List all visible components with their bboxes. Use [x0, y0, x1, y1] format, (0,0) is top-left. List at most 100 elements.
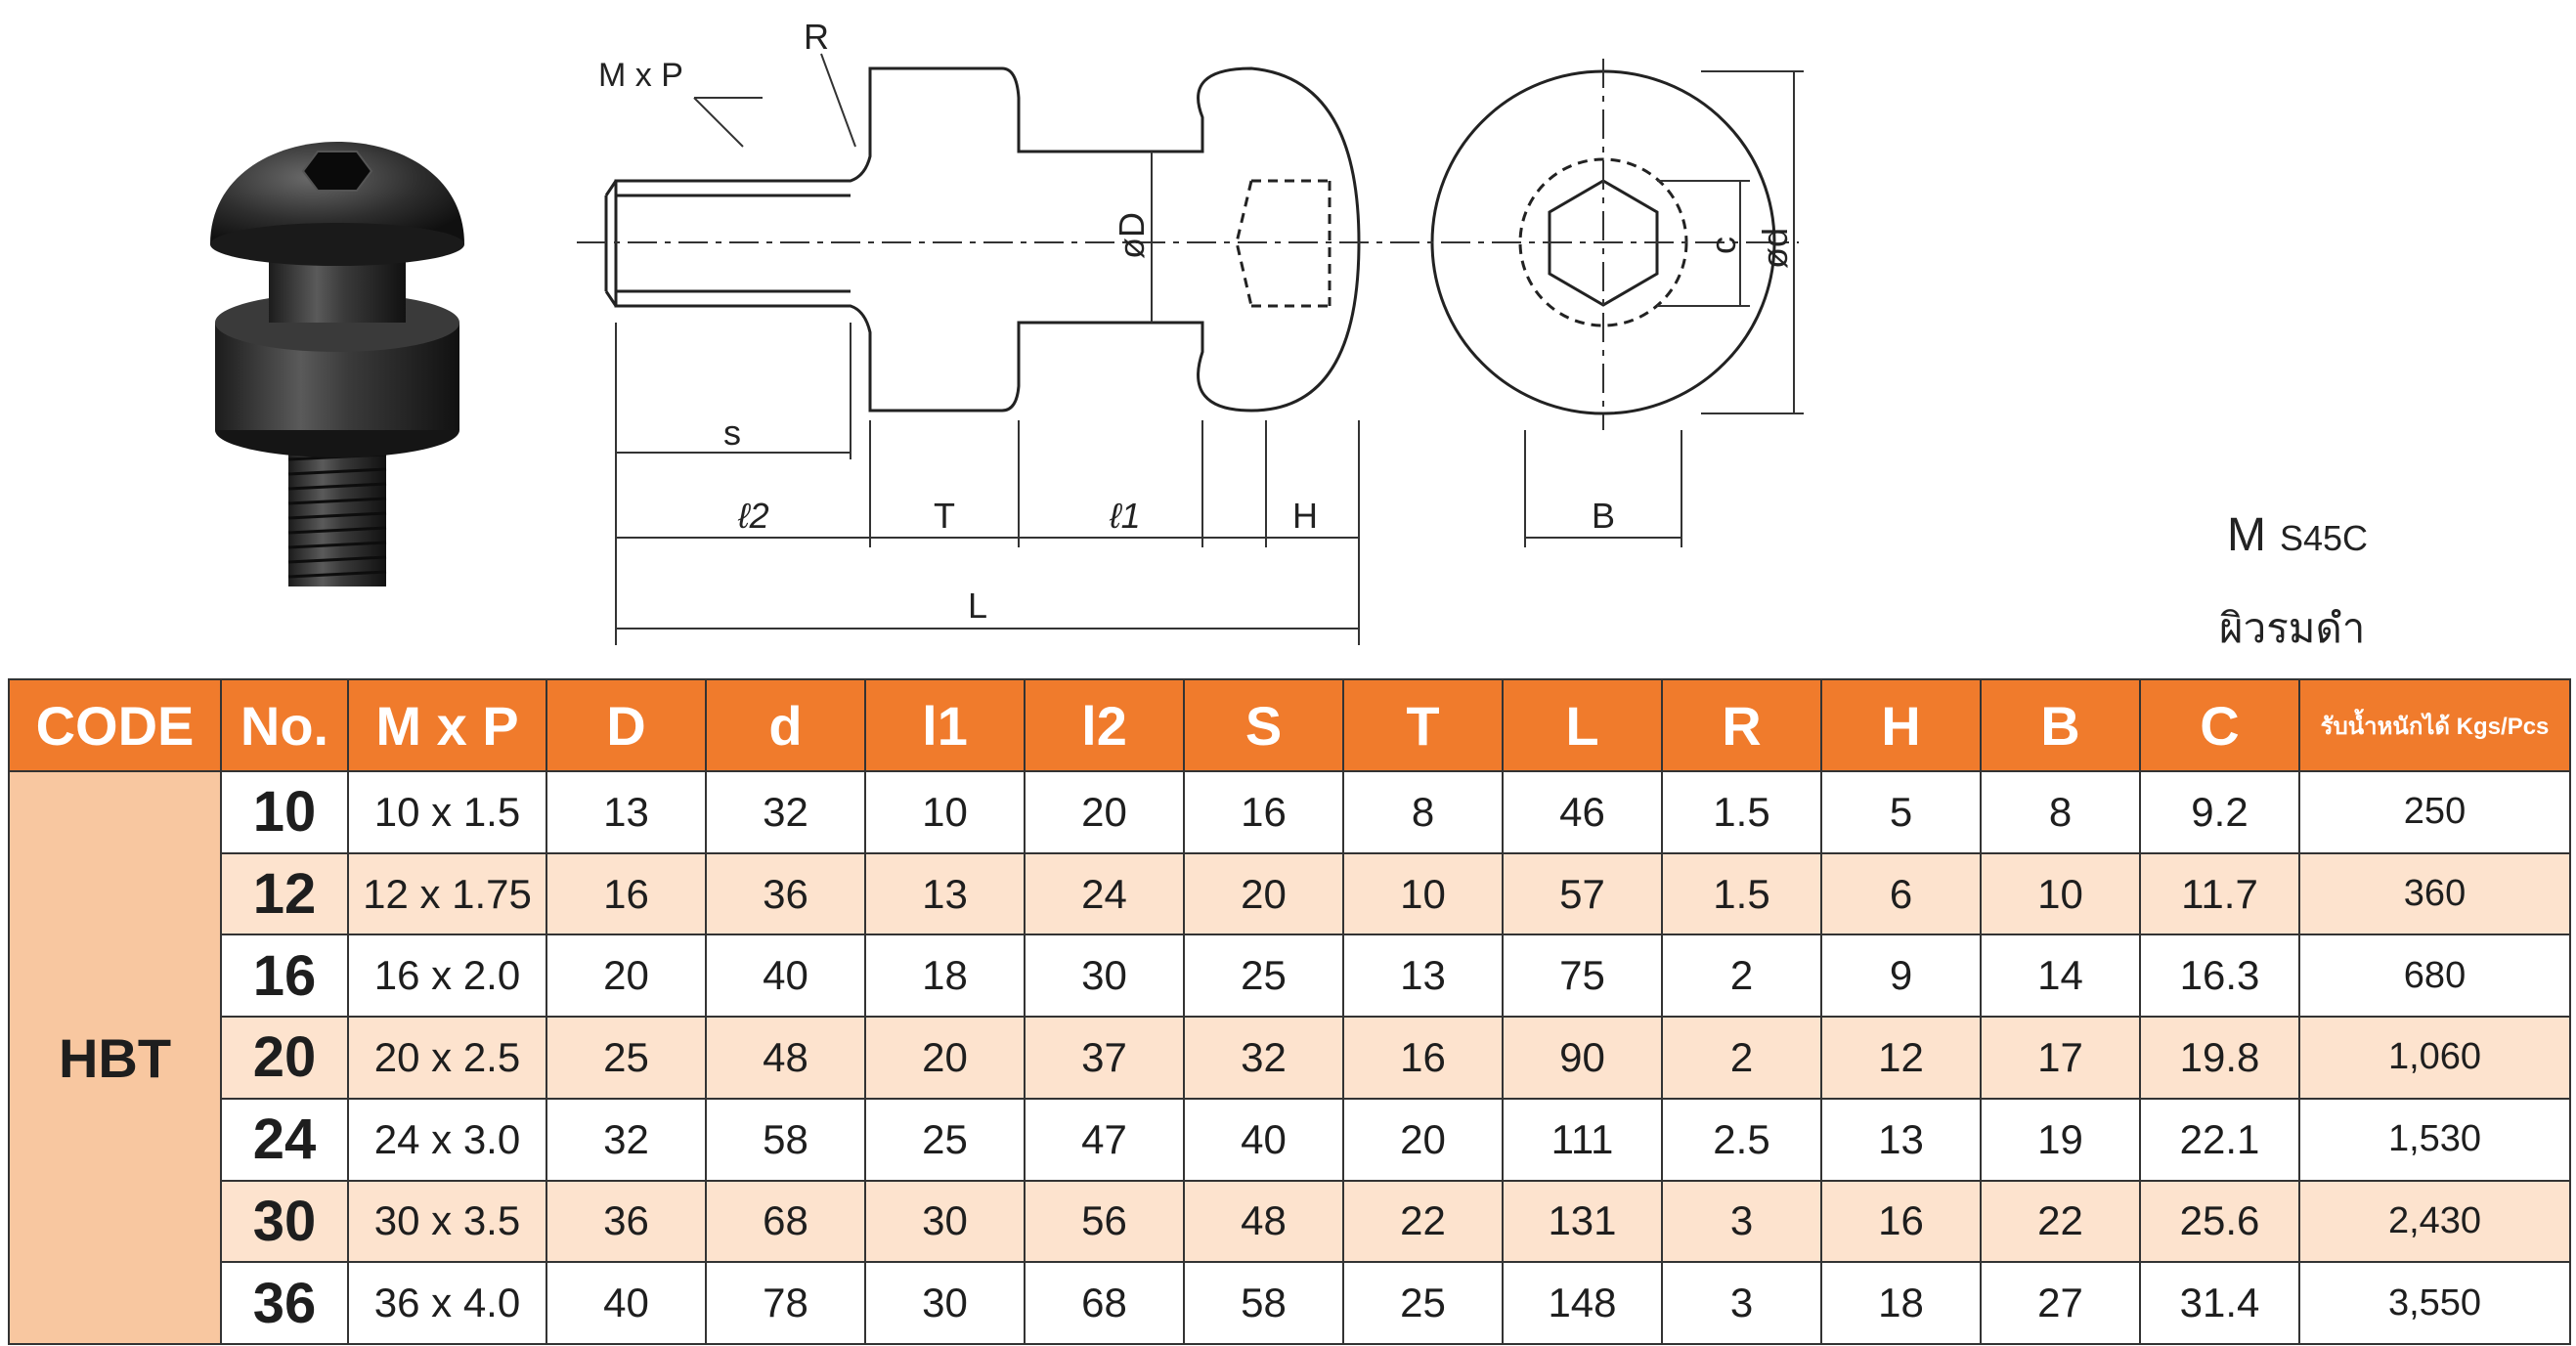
dim-cell-d: 32	[546, 1097, 707, 1182]
column-header: d	[705, 678, 866, 772]
load-capacity-cell: 680	[2298, 934, 2571, 1019]
dim-cell-d: 32	[705, 770, 866, 854]
dim-cell-l1: 30	[864, 1261, 1026, 1345]
thread-cell: 24 x 3.0	[347, 1097, 547, 1182]
column-header: No.	[220, 678, 349, 772]
dim-cell-h: 18	[1820, 1261, 1982, 1345]
size-number-cell: 24	[220, 1097, 349, 1182]
dim-cell-c: 19.8	[2139, 1016, 2300, 1100]
dim-cell-d: 78	[705, 1261, 866, 1345]
label-mxp: M x P	[598, 57, 683, 94]
dim-cell-d: 40	[705, 934, 866, 1019]
dim-cell-c: 11.7	[2139, 851, 2300, 936]
label-b: B	[1592, 496, 1615, 536]
dim-cell-b: 22	[1980, 1179, 2141, 1264]
column-header: H	[1820, 678, 1982, 772]
load-capacity-cell: 250	[2298, 770, 2571, 854]
dim-cell-b: 14	[1980, 934, 2141, 1019]
label-l1: ℓ1	[1109, 496, 1141, 536]
dim-cell-l: 148	[1502, 1261, 1663, 1345]
dim-cell-r: 2	[1661, 934, 1822, 1019]
size-number-cell: 10	[220, 770, 349, 854]
dim-cell-l: 75	[1502, 934, 1663, 1019]
dim-cell-l: 131	[1502, 1179, 1663, 1264]
thread-cell: 16 x 2.0	[347, 934, 547, 1019]
thread-cell: 10 x 1.5	[347, 770, 547, 854]
column-header: L	[1502, 678, 1663, 772]
label-l2: ℓ2	[737, 496, 769, 536]
size-number-cell: 16	[220, 934, 349, 1019]
dim-cell-l2: 30	[1024, 934, 1185, 1019]
dim-cell-r: 1.5	[1661, 770, 1822, 854]
dim-cell-l1: 30	[864, 1179, 1026, 1264]
dim-cell-t: 22	[1342, 1179, 1504, 1264]
dim-cell-d: 20	[546, 934, 707, 1019]
dim-cell-r: 3	[1661, 1179, 1822, 1264]
size-number-cell: 30	[220, 1179, 349, 1264]
dim-cell-d: 25	[546, 1016, 707, 1100]
size-number-cell: 36	[220, 1261, 349, 1345]
dim-cell-s: 48	[1183, 1179, 1344, 1264]
dim-cell-s: 25	[1183, 934, 1344, 1019]
code-cell: HBT	[8, 770, 222, 1345]
column-header: M x P	[347, 678, 547, 772]
column-header: l2	[1024, 678, 1185, 772]
column-header: CODE	[8, 678, 222, 772]
dim-cell-c: 22.1	[2139, 1097, 2300, 1182]
dim-cell-c: 31.4	[2139, 1261, 2300, 1345]
column-header: R	[1661, 678, 1822, 772]
dim-cell-b: 17	[1980, 1016, 2141, 1100]
thread-cell: 36 x 4.0	[347, 1261, 547, 1345]
dim-cell-h: 6	[1820, 851, 1982, 936]
dim-cell-l: 90	[1502, 1016, 1663, 1100]
dim-cell-h: 9	[1820, 934, 1982, 1019]
material-spec: M S45C	[2227, 508, 2368, 562]
thread-cell: 30 x 3.5	[347, 1179, 547, 1264]
material-grade: S45C	[2279, 518, 2369, 558]
load-capacity-cell: 3,550	[2298, 1261, 2571, 1345]
column-header: รับน้ำหนักได้ Kgs/Pcs	[2298, 678, 2571, 772]
load-capacity-cell: 1,060	[2298, 1016, 2571, 1100]
dim-cell-t: 25	[1342, 1261, 1504, 1345]
dim-cell-d: 13	[546, 770, 707, 854]
dim-cell-c: 16.3	[2139, 934, 2300, 1019]
dim-cell-s: 16	[1183, 770, 1344, 854]
load-capacity-cell: 360	[2298, 851, 2571, 936]
dim-cell-l2: 56	[1024, 1179, 1185, 1264]
dim-cell-h: 13	[1820, 1097, 1982, 1182]
thread-cell: 12 x 1.75	[347, 851, 547, 936]
dim-cell-l2: 37	[1024, 1016, 1185, 1100]
column-header: S	[1183, 678, 1344, 772]
thread-cell: 20 x 2.5	[347, 1016, 547, 1100]
load-capacity-cell: 2,430	[2298, 1179, 2571, 1264]
dim-cell-b: 27	[1980, 1261, 2141, 1345]
dim-cell-c: 9.2	[2139, 770, 2300, 854]
dim-cell-r: 2.5	[1661, 1097, 1822, 1182]
label-od: øD	[1112, 212, 1152, 259]
dim-cell-d: 58	[705, 1097, 866, 1182]
finish-text: ผิวรมดำ	[2219, 604, 2366, 652]
dim-cell-t: 20	[1342, 1097, 1504, 1182]
material-letter: M	[2227, 509, 2266, 561]
label-d: ød	[1755, 228, 1795, 269]
label-t: T	[934, 496, 955, 536]
dim-cell-s: 20	[1183, 851, 1344, 936]
dim-cell-l2: 68	[1024, 1261, 1185, 1345]
dim-cell-c: 25.6	[2139, 1179, 2300, 1264]
dim-cell-l1: 20	[864, 1016, 1026, 1100]
dim-cell-d: 68	[705, 1179, 866, 1264]
label-h: H	[1292, 496, 1318, 536]
dim-cell-l: 46	[1502, 770, 1663, 854]
dim-cell-r: 3	[1661, 1261, 1822, 1345]
dim-cell-b: 19	[1980, 1097, 2141, 1182]
size-number-cell: 12	[220, 851, 349, 936]
dim-cell-l: 57	[1502, 851, 1663, 936]
dim-cell-h: 5	[1820, 770, 1982, 854]
